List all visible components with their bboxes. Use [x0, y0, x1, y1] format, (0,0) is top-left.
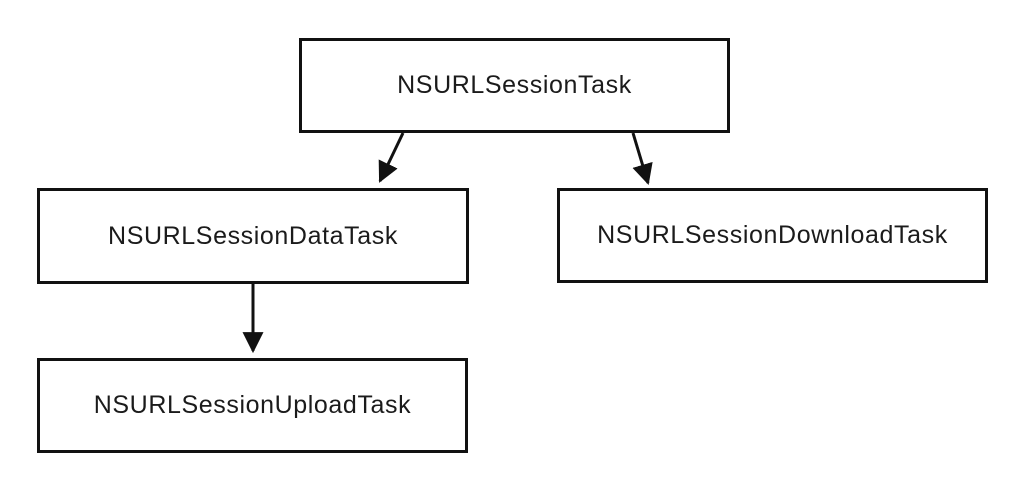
edge-task-to-datatask-arrow: [378, 132, 405, 183]
node-nsurlsessionuploadtask-label: NSURLSessionUploadTask: [93, 391, 412, 419]
node-nsurlsessiondownloadtask: NSURLSessionDownloadTask: [557, 188, 988, 283]
node-nsurlsessionuploadtask: NSURLSessionUploadTask: [37, 358, 468, 453]
node-nsurlsessiontask-label: NSURLSessionTask: [397, 71, 632, 99]
node-nsurlsessiondatatask-label: NSURLSessionDataTask: [108, 221, 398, 250]
node-nsurlsessiontask: NSURLSessionTask: [299, 38, 730, 133]
edge-task-to-downloadtask-arrow: [631, 132, 653, 186]
node-nsurlsessiondownloadtask-label: NSURLSessionDownloadTask: [597, 221, 948, 249]
node-nsurlsessiondatatask: NSURLSessionDataTask: [37, 188, 469, 284]
